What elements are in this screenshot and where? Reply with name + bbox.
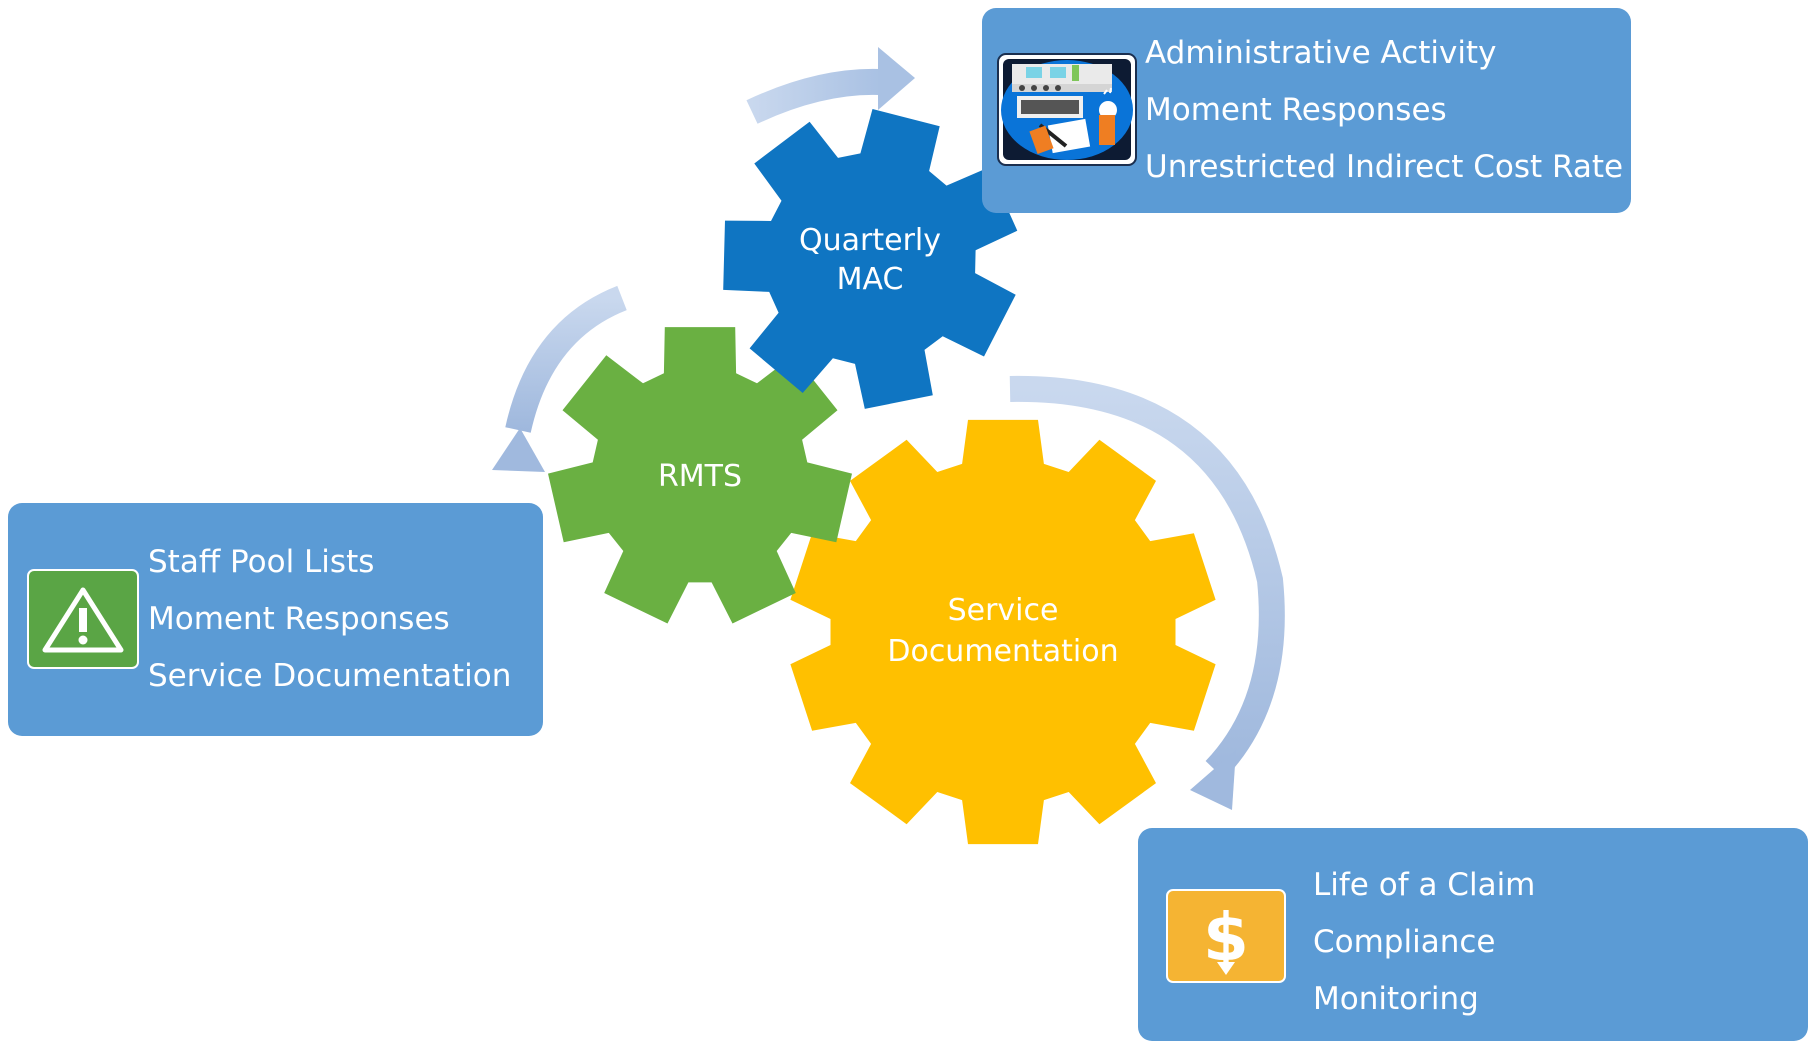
mac-gear-label-line2: MAC	[837, 262, 904, 297]
service-gear-label-line1: Service	[948, 593, 1059, 628]
arrow-right	[1009, 375, 1285, 810]
bottom-box-item-2: Compliance	[1313, 924, 1495, 960]
top-box-item-1: Administrative Activity	[1145, 35, 1496, 71]
quarterly-mac-gear	[723, 109, 1018, 409]
gear-mac-shape	[723, 109, 1018, 409]
dollar-icon: $	[1166, 889, 1286, 983]
bottom-box-item-1: Life of a Claim	[1313, 867, 1535, 903]
arrow-left	[492, 285, 627, 472]
left-box-item-3: Service Documentation	[148, 658, 511, 694]
warning-icon	[27, 569, 139, 669]
arrow-top	[746, 47, 915, 124]
rmts-gear-label: RMTS	[658, 459, 742, 494]
service-gear-label-line2: Documentation	[887, 634, 1118, 669]
left-info-box: Staff Pool Lists Moment Responses Servic…	[8, 503, 543, 736]
service-documentation-gear	[790, 419, 1216, 845]
computer-worker-icon	[997, 53, 1137, 166]
mac-gear-label-line1: Quarterly	[799, 223, 941, 258]
top-box-item-3: Unrestricted Indirect Cost Rate	[1145, 149, 1623, 185]
top-box-item-2: Moment Responses	[1145, 92, 1447, 128]
left-box-item-1: Staff Pool Lists	[148, 544, 374, 580]
top-info-box: Administrative Activity Moment Responses…	[982, 8, 1631, 213]
bottom-info-box: $ Life of a Claim Compliance Monitoring	[1138, 828, 1808, 1041]
left-box-item-2: Moment Responses	[148, 601, 450, 637]
bottom-box-item-3: Monitoring	[1313, 981, 1479, 1017]
gear-rmts-shape	[548, 327, 852, 624]
rmts-gear	[548, 327, 852, 624]
gear-service-shape	[790, 419, 1216, 845]
